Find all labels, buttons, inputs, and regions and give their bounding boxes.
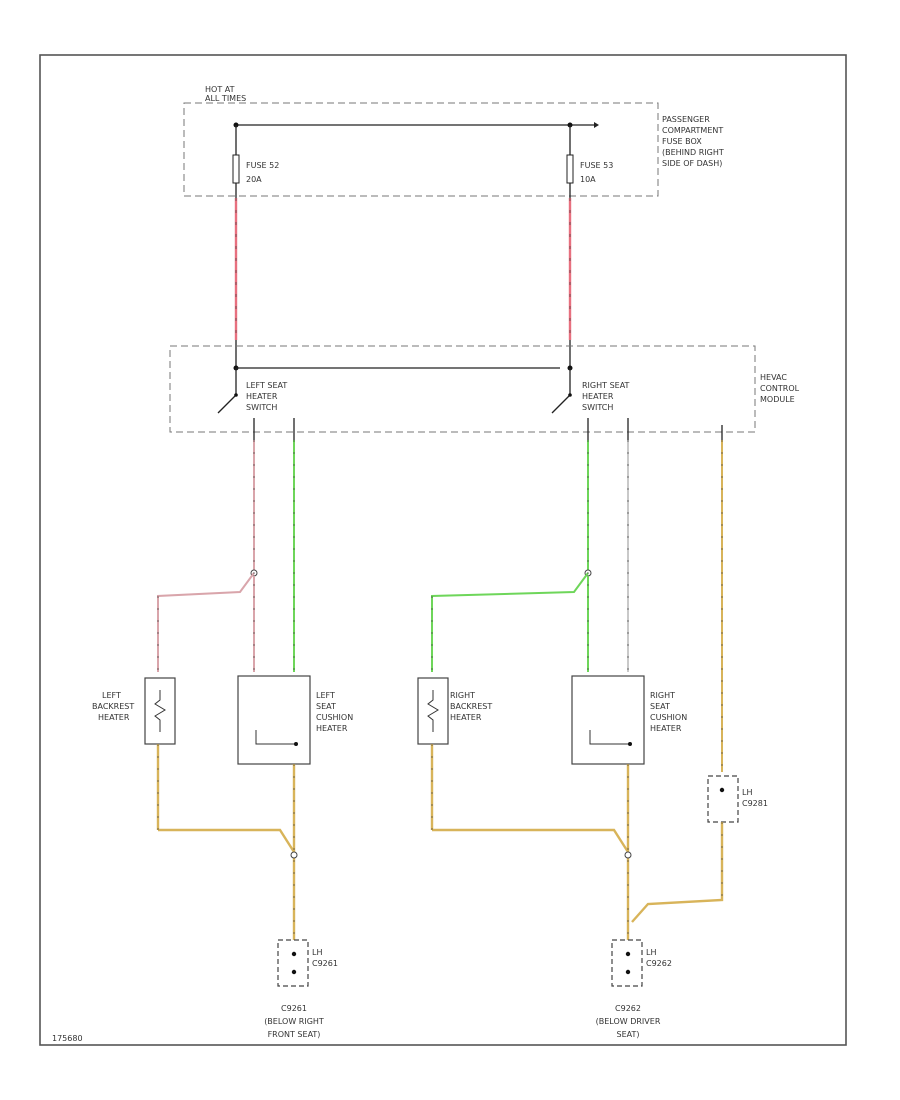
fuse-right-name: FUSE 53	[580, 161, 613, 170]
lh-connector-pin	[719, 787, 725, 793]
left-backrest-label-2: BACKREST	[92, 702, 134, 711]
wire-trace-marks	[157, 440, 723, 772]
gcr-pin-2	[625, 969, 631, 975]
right-switch-blade	[551, 394, 571, 414]
hvac-desc-3: MODULE	[760, 395, 795, 404]
right-cushion-label-3: CUSHION	[650, 713, 687, 722]
right-switch-label-3: SWITCH	[582, 403, 613, 412]
left-switch-blade	[217, 394, 237, 414]
ground-right-desc-3: SEAT)	[617, 1030, 640, 1039]
yellow-module-ground-return	[631, 822, 724, 923]
left-cushion-dot	[294, 742, 298, 746]
g-right-label-1: LH	[646, 948, 656, 957]
ground-left-desc-2: (BELOW RIGHT	[264, 1017, 324, 1026]
left-switch-label-1: LEFT SEAT	[246, 381, 287, 390]
right-backrest-label-2: BACKREST	[450, 702, 492, 711]
fusebox-desc-4: (BEHIND RIGHT	[662, 148, 724, 157]
right-cushion-heater-box	[571, 675, 645, 765]
green-wire-right-branch	[431, 572, 589, 672]
left-backrest-label-3: HEATER	[98, 713, 130, 722]
ground-right-desc-2: (BELOW DRIVER	[596, 1017, 661, 1026]
fuse-right-symbol	[566, 154, 574, 184]
lh-connector-box	[707, 775, 739, 823]
ground-left-desc-1: C9261	[281, 1004, 307, 1013]
right-ground-splice	[624, 851, 632, 859]
lh-connector-label-2: C9281	[742, 799, 768, 808]
fusebox-desc-3: FUSE BOX	[662, 137, 702, 146]
right-backrest-heater-box	[417, 677, 449, 745]
hot-at-label: HOT AT	[205, 85, 235, 94]
g-left-label-1: LH	[312, 948, 322, 957]
fuse-left-amp: 20A	[246, 175, 262, 184]
gcr-pin-1	[625, 951, 631, 957]
fusebox-desc-5: SIDE OF DASH)	[662, 159, 722, 168]
fuse-left-symbol	[232, 154, 240, 184]
fuse-right-amp: 10A	[580, 175, 596, 184]
hvac-module-outline	[169, 345, 756, 433]
right-switch-label-1: RIGHT SEAT	[582, 381, 630, 390]
left-switch-label-2: HEATER	[246, 392, 278, 401]
hvac-desc-1: HEVAC	[760, 373, 787, 382]
left-backrest-element-icon	[154, 690, 166, 732]
ground-left-desc-3: FRONT SEAT)	[268, 1030, 321, 1039]
diagram-frame	[39, 54, 847, 1046]
g-left-label-2: C9261	[312, 959, 338, 968]
right-backrest-element-icon	[427, 690, 439, 732]
fuse-box-outline	[183, 102, 659, 197]
hvac-desc-2: CONTROL	[760, 384, 800, 393]
left-switch-label-3: SWITCH	[246, 403, 277, 412]
ground-connector-right	[611, 939, 643, 987]
all-times-label: ALL TIMES	[205, 94, 246, 103]
lh-connector-label-1: LH	[742, 788, 752, 797]
pink-wire-left-branch	[157, 572, 255, 672]
right-switch-label-2: HEATER	[582, 392, 614, 401]
fuse-left-name: FUSE 52	[246, 161, 279, 170]
right-cushion-dot	[628, 742, 632, 746]
ground-connector-left	[277, 939, 309, 987]
right-cushion-label-1: RIGHT	[650, 691, 675, 700]
gcl-pin-1	[291, 951, 297, 957]
left-cushion-label-4: HEATER	[316, 724, 348, 733]
left-cushion-element-icon	[255, 730, 296, 745]
figure-reference-number: 175680	[52, 1034, 83, 1043]
left-backrest-label-1: LEFT	[102, 691, 121, 700]
left-cushion-label-3: CUSHION	[316, 713, 353, 722]
right-cushion-label-2: SEAT	[650, 702, 670, 711]
right-cushion-label-4: HEATER	[650, 724, 682, 733]
right-switch-pivot	[568, 393, 572, 397]
right-cushion-element-icon	[589, 730, 630, 745]
ground-trace-marks	[157, 744, 723, 940]
ground-right-desc-1: C9262	[615, 1004, 641, 1013]
left-cushion-label-1: LEFT	[316, 691, 335, 700]
left-backrest-heater-box	[144, 677, 176, 745]
left-cushion-heater-box	[237, 675, 311, 765]
left-switch-pivot	[234, 393, 238, 397]
g-right-label-2: C9262	[646, 959, 672, 968]
fusebox-desc-2: COMPARTMENT	[662, 126, 723, 135]
left-ground-splice	[290, 851, 298, 859]
yellow-right-merge	[432, 828, 630, 853]
gcl-pin-2	[291, 969, 297, 975]
left-cushion-label-2: SEAT	[316, 702, 336, 711]
right-backrest-label-1: RIGHT	[450, 691, 475, 700]
right-backrest-label-3: HEATER	[450, 713, 482, 722]
fusebox-desc-1: PASSENGER	[662, 115, 710, 124]
bus-arrow	[594, 122, 599, 128]
yellow-left-merge	[158, 828, 296, 853]
